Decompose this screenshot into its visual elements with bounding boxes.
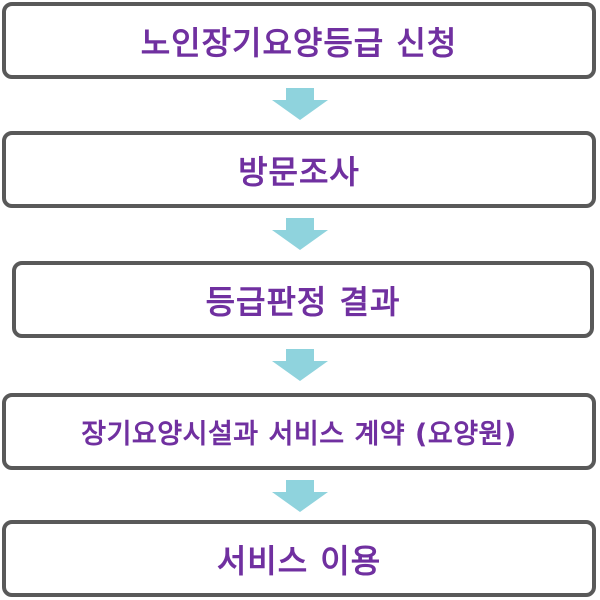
down-arrow-icon <box>272 349 328 381</box>
step-box-grade-result: 등급판정 결과 <box>12 261 594 338</box>
down-arrow-shape <box>272 218 328 250</box>
step-label-grade-result: 등급판정 결과 <box>205 282 401 321</box>
down-arrow-icon <box>272 88 328 120</box>
down-arrow-shape <box>272 349 328 381</box>
down-arrow-shape <box>272 480 328 512</box>
step-label-application: 노인장기요양등급 신청 <box>140 23 458 62</box>
step-label-visit-survey: 방문조사 <box>238 152 360 191</box>
down-arrow-shape <box>272 88 328 120</box>
down-arrow-icon <box>272 218 328 250</box>
step-box-facility-contract: 장기요양시설과 서비스 계약 (요양원) <box>2 393 596 470</box>
step-label-service-use: 서비스 이용 <box>216 541 382 580</box>
step-label-facility-contract: 장기요양시설과 서비스 계약 (요양원) <box>81 419 517 450</box>
step-box-service-use: 서비스 이용 <box>2 520 596 597</box>
down-arrow-icon <box>272 480 328 512</box>
step-box-visit-survey: 방문조사 <box>2 131 596 208</box>
step-box-application: 노인장기요양등급 신청 <box>2 2 596 79</box>
